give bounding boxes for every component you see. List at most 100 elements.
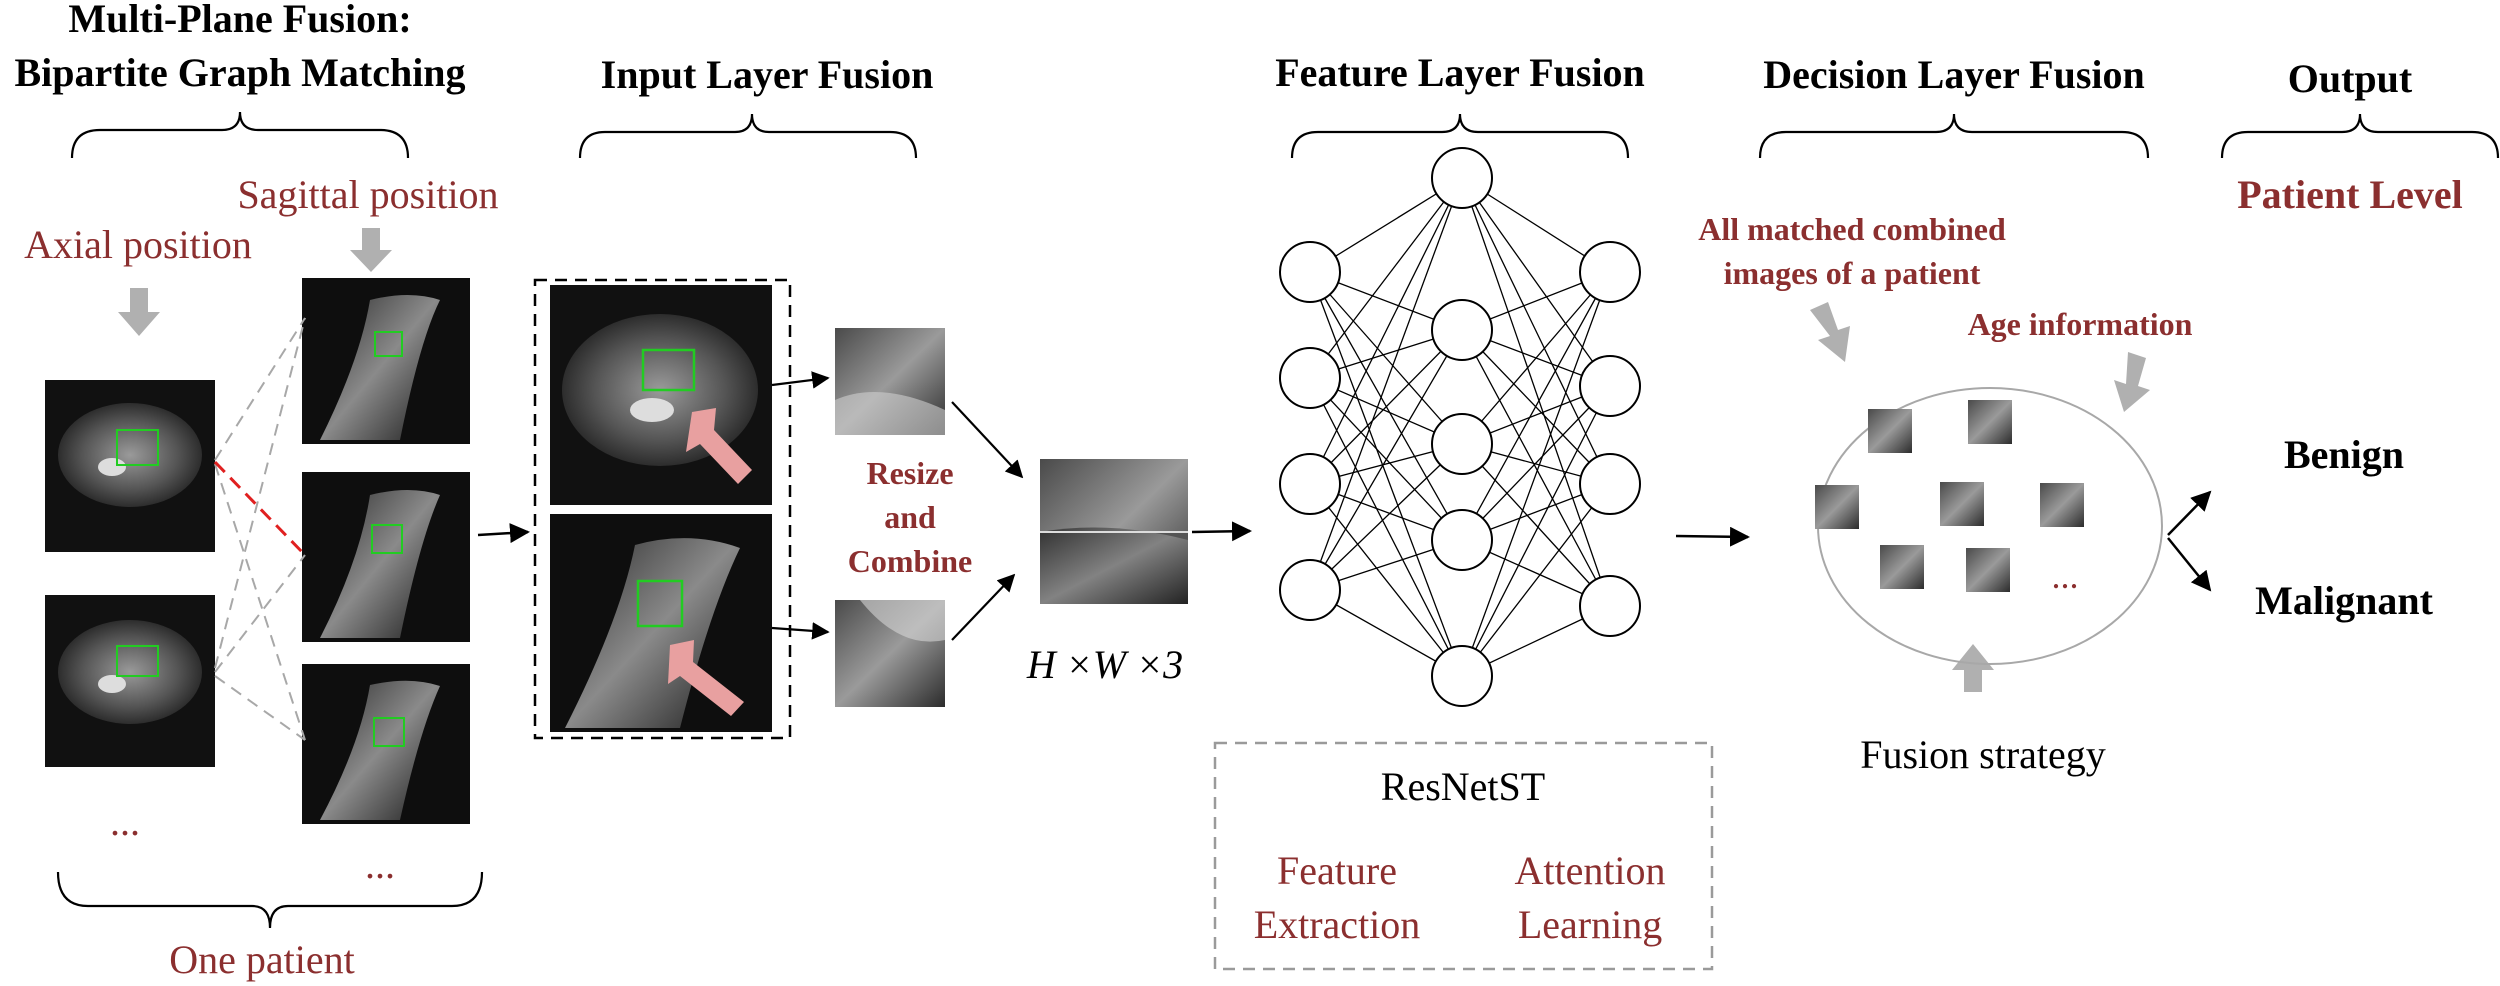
- matched-images-line2: images of a patient: [1724, 255, 1981, 291]
- matched-images-arrow-icon: [1810, 302, 1850, 362]
- nn-edge: [1309, 177, 1463, 379]
- brace-feature-layer: [1290, 113, 1630, 159]
- nn-node-layer-2: [1431, 147, 1493, 209]
- nn-edge: [1461, 385, 1611, 677]
- resnetst-label: ResNetST: [1381, 764, 1545, 809]
- nn-edge: [1461, 385, 1611, 541]
- age-information-label: Age information: [1968, 306, 2193, 342]
- neural-network-nodes: [1279, 147, 1641, 707]
- bipartite-matching-lines: [214, 317, 306, 741]
- feature-layer-title: Feature Layer Fusion: [1275, 50, 1645, 95]
- nn-node-layer-3: [1579, 241, 1641, 303]
- resnetst-dashed-box: [1213, 741, 1714, 971]
- fusion-strategy-label: Fusion strategy: [1860, 732, 2106, 777]
- multiplane-title-line2: Bipartite Graph Matching: [14, 50, 465, 95]
- nn-node-layer-3: [1579, 453, 1641, 515]
- nn-node-layer-2: [1431, 645, 1493, 707]
- malignant-label: Malignant: [2255, 578, 2433, 623]
- brace-one-patient: [56, 871, 484, 929]
- nn-edge: [1461, 271, 1611, 541]
- nn-edge: [1309, 177, 1463, 485]
- sagittal-more-dots: ...: [365, 842, 395, 887]
- arrow-to-axial-patch: [771, 371, 830, 389]
- multiplane-title-line1: Multi-Plane Fusion:: [68, 0, 411, 41]
- one-patient-label: One patient: [169, 937, 355, 982]
- combined-image: [1040, 459, 1188, 604]
- arrow-to-benign: [2167, 490, 2212, 536]
- sagittal-down-arrow-icon: [350, 228, 392, 272]
- brace-decision-layer: [1758, 113, 2150, 159]
- resize-label-line2: and: [884, 499, 936, 535]
- thumbnail: [1940, 482, 1984, 526]
- axial-down-arrow-icon: [118, 288, 160, 336]
- nn-edge: [1461, 177, 1611, 607]
- nn-edge: [1309, 271, 1463, 541]
- fusion-strategy-arrow-icon: [1952, 644, 1994, 692]
- top-braces: [56, 111, 2500, 929]
- nn-node-layer-2: [1431, 509, 1493, 571]
- brace-multiplane: [70, 111, 410, 159]
- nn-edge: [1461, 329, 1611, 607]
- nn-node-layer-2: [1431, 413, 1493, 475]
- arrow-to-decision-layer: [1675, 526, 1750, 547]
- arrow-to-malignant: [2167, 537, 2212, 592]
- input-axial-pointer-arrow-icon: [686, 408, 752, 484]
- input-sagittal-pointer-arrow-icon: [668, 640, 744, 716]
- brace-output: [2220, 113, 2500, 159]
- nn-edge: [1309, 271, 1463, 677]
- input-pair-dashed-box: [533, 278, 792, 740]
- arrow-sagittal-to-combined: [951, 573, 1016, 641]
- decision-more-dots: ...: [2052, 556, 2079, 596]
- neural-network: [1279, 147, 1641, 707]
- thumbnail: [2040, 483, 2084, 527]
- nn-edge: [1309, 483, 1463, 677]
- resize-label-line3: Combine: [848, 543, 972, 579]
- nn-node-layer-3: [1579, 355, 1641, 417]
- output-title: Output: [2288, 56, 2413, 101]
- axial-crop-patch: [835, 328, 945, 435]
- arrow-to-input-layer: [477, 523, 530, 544]
- patient-level-label: Patient Level: [2237, 172, 2463, 217]
- sagittal-scan-1: [302, 278, 470, 444]
- thumbnail: [1966, 548, 2010, 592]
- dims-label: H ×W ×3: [1026, 642, 1183, 687]
- thumbnail: [1968, 400, 2012, 444]
- thumbnail: [1880, 545, 1924, 589]
- attention-learning-line2: Learning: [1518, 902, 1662, 947]
- age-information-arrow-icon: [2114, 352, 2150, 412]
- arrow-to-network: [1191, 521, 1252, 542]
- thumbnail: [1868, 409, 1912, 453]
- nn-node-layer-1: [1279, 453, 1341, 515]
- nn-edge: [1309, 271, 1463, 445]
- thumbnail: [1815, 485, 1859, 529]
- axial-scan-2: [45, 595, 215, 767]
- brace-input-layer: [578, 113, 918, 159]
- sagittal-scan-3: [302, 664, 470, 824]
- matched-images-line1: All matched combined: [1698, 211, 2006, 247]
- nn-edge: [1309, 177, 1463, 591]
- axial-scan-1: [45, 380, 215, 552]
- decision-layer-title: Decision Layer Fusion: [1763, 52, 2145, 97]
- arrow-axial-to-combined: [951, 401, 1024, 479]
- nn-node-layer-2: [1431, 299, 1493, 361]
- nn-node-layer-3: [1579, 575, 1641, 637]
- arrow-to-sagittal-patch: [771, 622, 830, 640]
- axial-position-label: Axial position: [24, 222, 252, 267]
- resize-label-line1: Resize: [866, 455, 953, 491]
- input-layer-title: Input Layer Fusion: [601, 52, 934, 97]
- nn-edge: [1461, 443, 1611, 607]
- nn-edge: [1461, 177, 1611, 387]
- fused-patch-thumbnails: [1815, 400, 2084, 592]
- sagittal-position-label: Sagittal position: [237, 172, 498, 217]
- nn-edge: [1309, 329, 1463, 591]
- nn-edge: [1461, 271, 1611, 445]
- nn-node-layer-1: [1279, 347, 1341, 409]
- input-axial-image: [550, 285, 772, 505]
- nn-edge: [1461, 271, 1611, 677]
- sagittal-scan-2: [302, 472, 470, 642]
- sagittal-crop-patch: [835, 600, 945, 707]
- nn-node-layer-1: [1279, 241, 1341, 303]
- axial-more-dots: ...: [110, 799, 140, 844]
- feature-extraction-line2: Extraction: [1254, 902, 1421, 947]
